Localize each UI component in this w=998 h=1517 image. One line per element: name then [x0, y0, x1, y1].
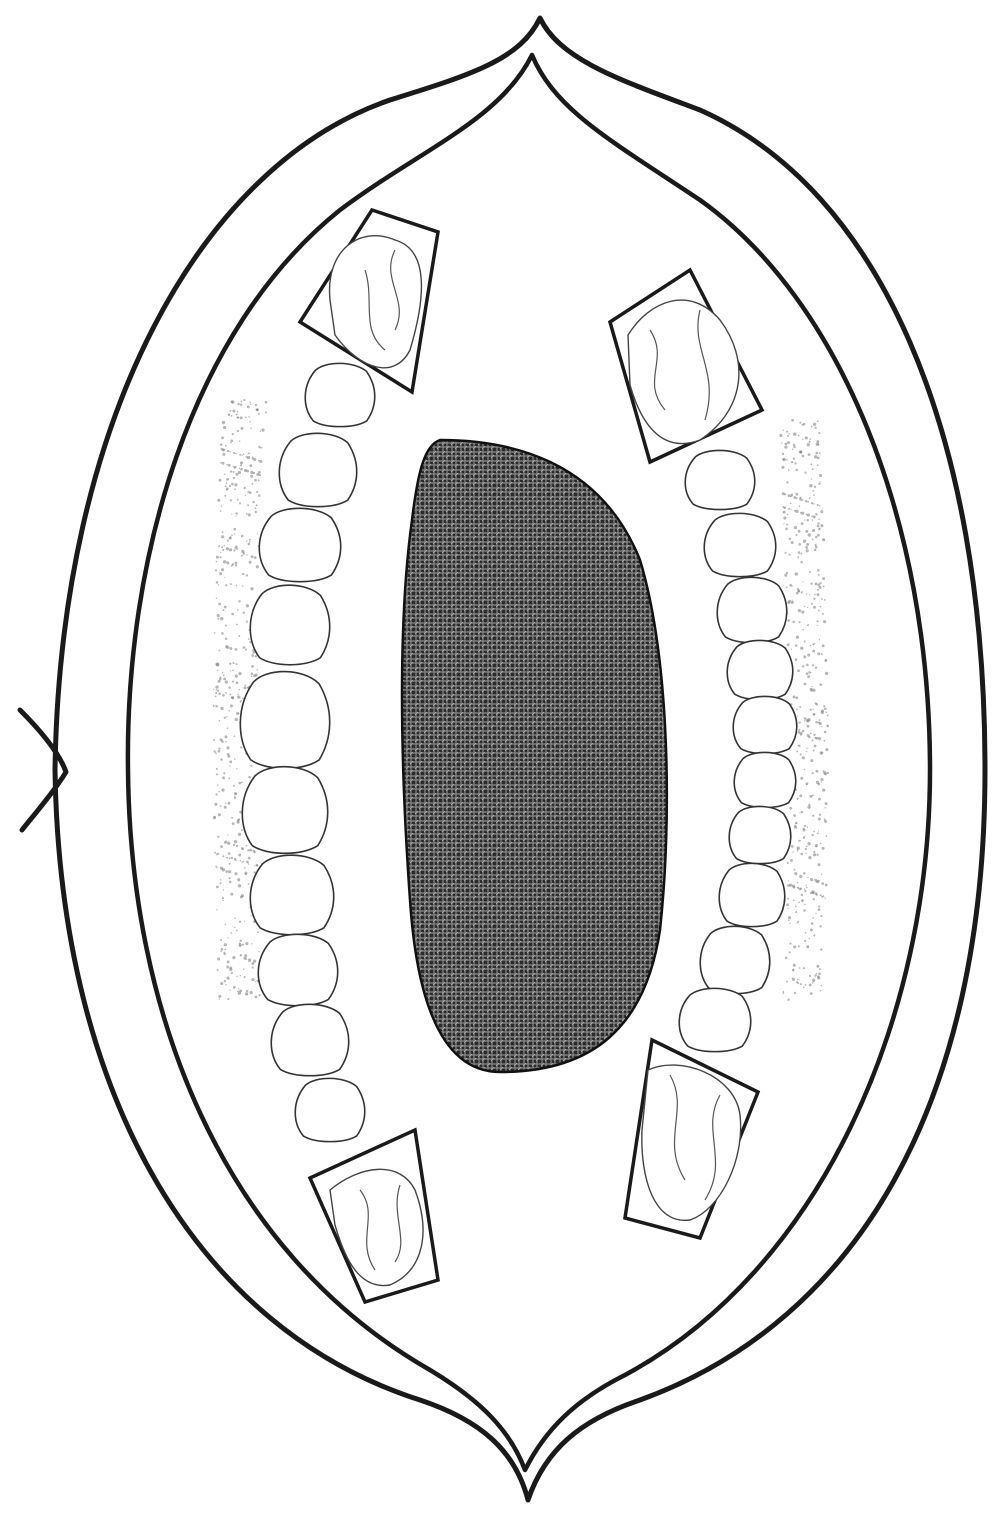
- left-tooth-1: [305, 363, 375, 426]
- left-tooth-10: [295, 1078, 365, 1141]
- clamp-upper-left: [300, 210, 438, 392]
- right-tooth-1: [685, 450, 755, 509]
- right-tooth-10: [679, 988, 750, 1051]
- right-tooth-9: [700, 926, 770, 993]
- right-tooth-6: [734, 752, 796, 807]
- clamp-lower-right: [625, 1040, 758, 1238]
- right-tooth-4: [727, 640, 793, 699]
- central-mesh-area: [402, 440, 667, 1072]
- left-tooth-8: [258, 934, 337, 1005]
- left-tooth-6: [242, 767, 327, 854]
- left-tooth-2: [279, 433, 356, 506]
- right-tooth-2: [704, 513, 775, 576]
- clamp-upper-right: [610, 270, 762, 462]
- left-dental-arch: [240, 363, 374, 1141]
- right-tooth-5: [733, 696, 797, 753]
- right-tooth-7: [729, 806, 791, 863]
- right-dental-arch: [679, 450, 797, 1051]
- right-tooth-3: [717, 577, 787, 642]
- lip-notch-left: [20, 710, 66, 830]
- left-tooth-7: [250, 855, 333, 935]
- right-tooth-8: [719, 863, 785, 926]
- left-tooth-9: [271, 1004, 348, 1075]
- left-tooth-4: [250, 585, 329, 665]
- left-tooth-3: [259, 508, 340, 581]
- left-tooth-5: [240, 672, 329, 769]
- clamp-lower-left: [310, 1130, 438, 1302]
